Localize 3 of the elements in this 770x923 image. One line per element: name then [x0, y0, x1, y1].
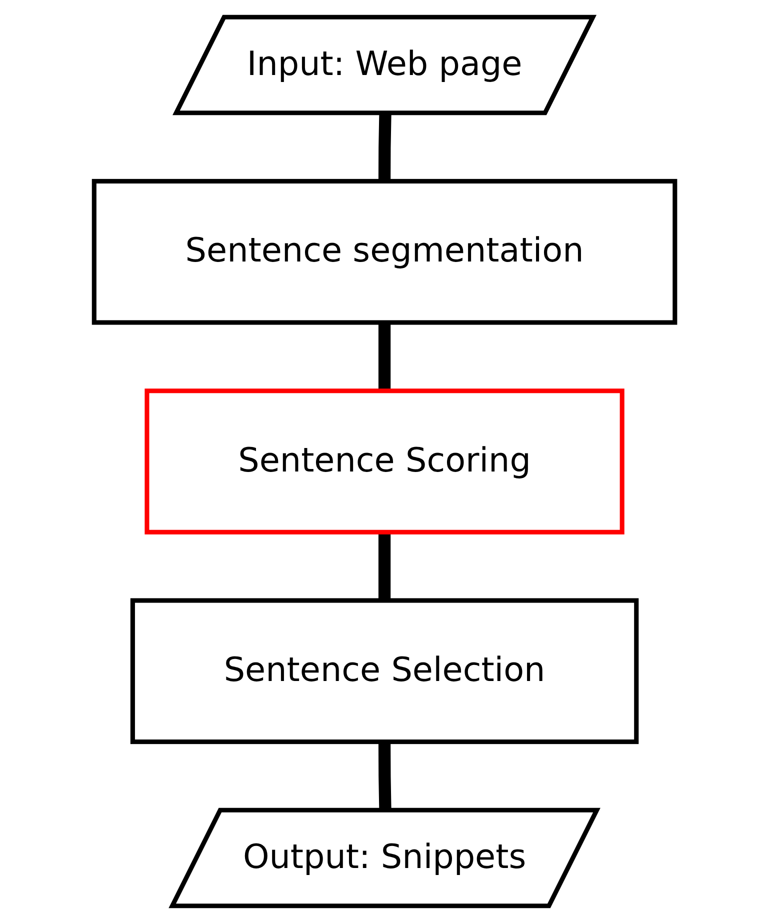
node-box: Sentence Scoring: [145, 388, 625, 534]
node-box: Sentence segmentation: [92, 178, 678, 325]
node-box: Sentence Selection: [130, 598, 640, 744]
